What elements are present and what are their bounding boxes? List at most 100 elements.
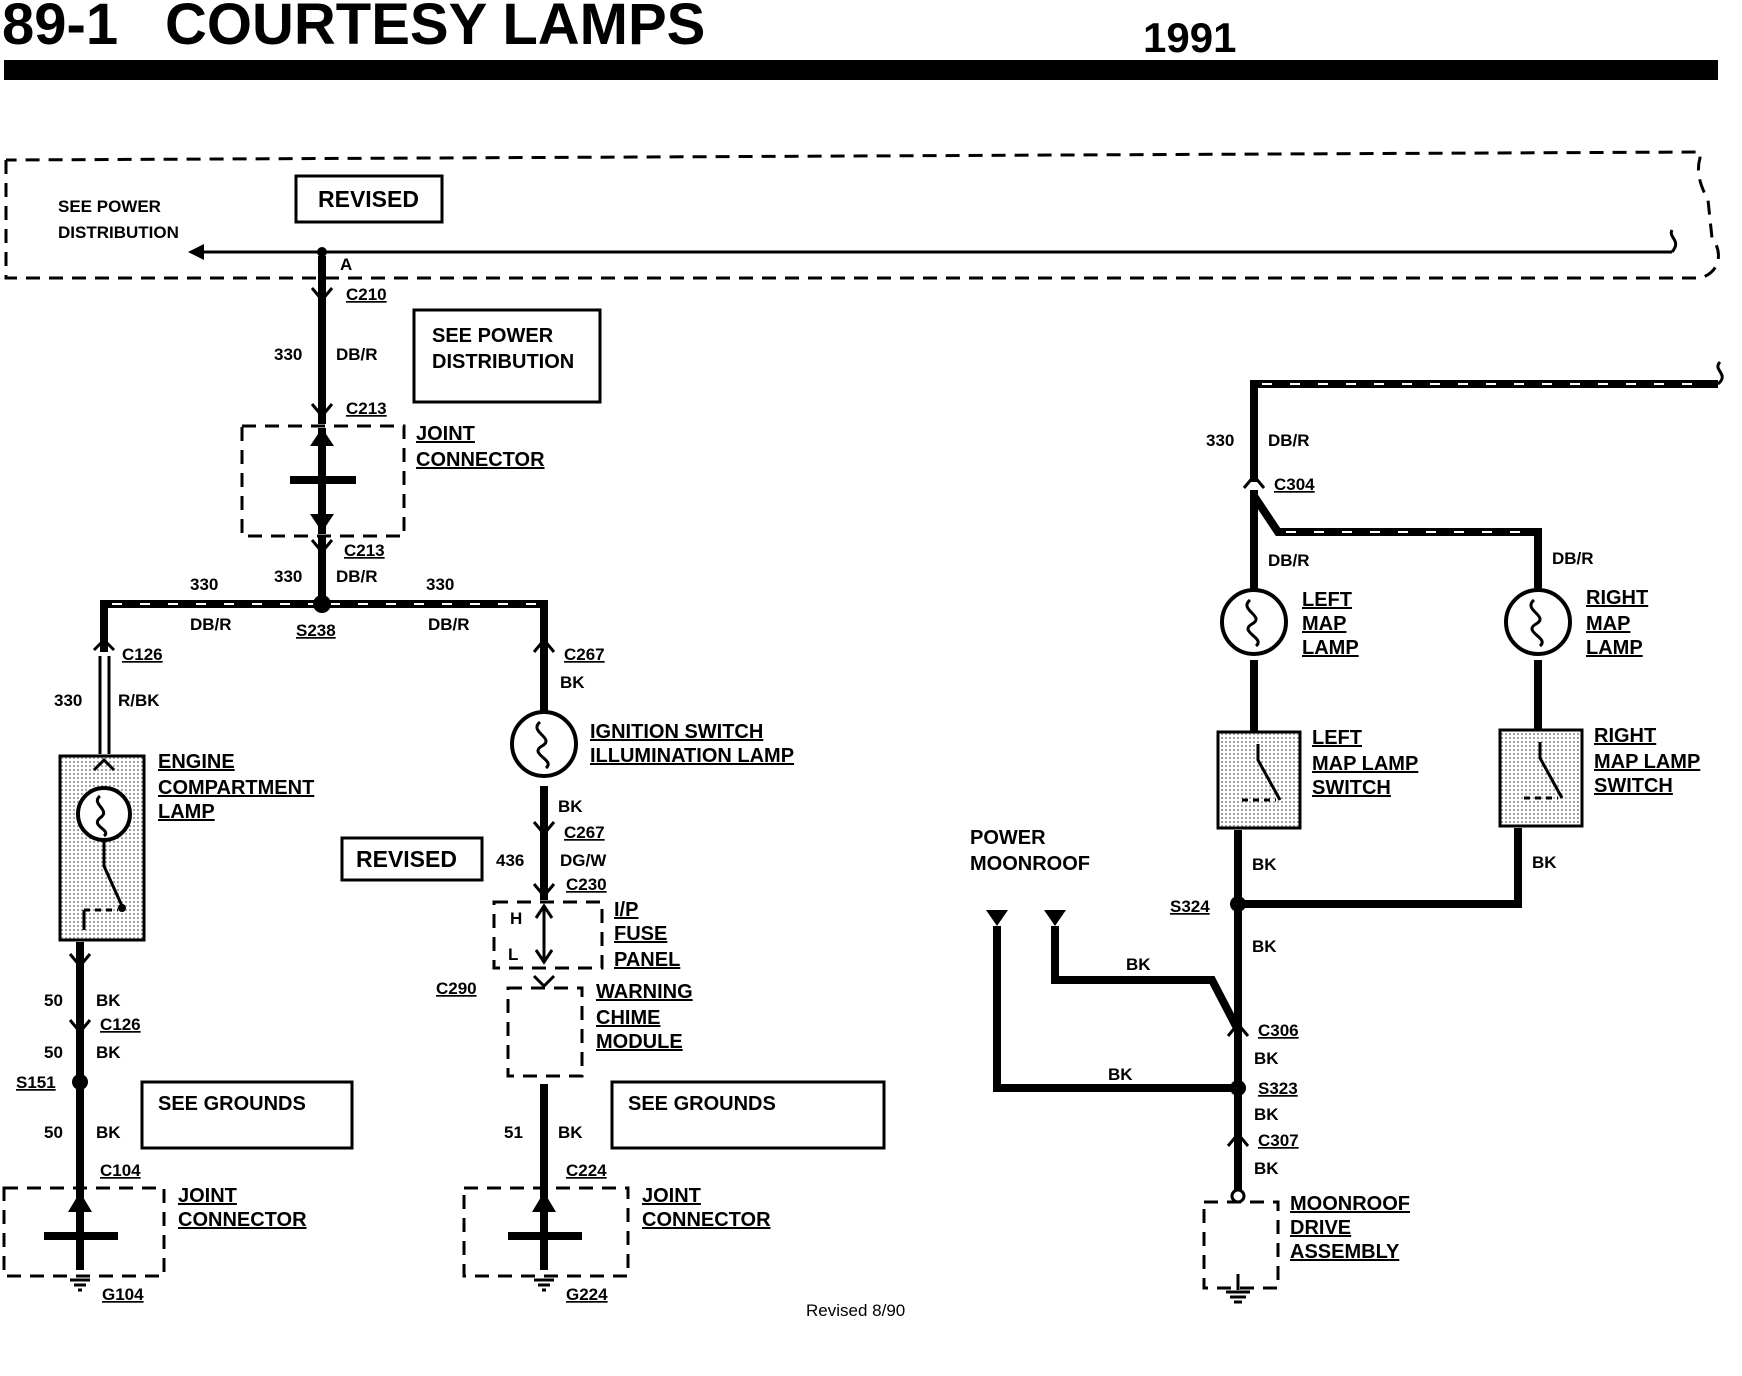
c213-top-label: C213 (346, 399, 387, 418)
c307-connector-icon (1226, 1131, 1250, 1147)
fuse-panel-arrow-up-icon (534, 903, 554, 919)
c267-top-label: C267 (564, 645, 605, 664)
c306-color: BK (1254, 1049, 1279, 1068)
s323-color: BK (1254, 1105, 1279, 1124)
c267-top-connector-icon (532, 637, 556, 653)
s238-left-color: DB/R (190, 615, 232, 634)
moonroof-wire-left (993, 926, 1238, 1092)
c213-bottom-connector-icon (310, 539, 334, 555)
lower-right-joint-label-line1: JOINT (642, 1185, 701, 1207)
engine-lamp-switch-icon (102, 840, 124, 907)
engine-lamp-filament-icon (95, 794, 108, 838)
ignition-mid-color: BK (558, 797, 583, 816)
fuse-panel-label-line2: FUSE (614, 923, 667, 945)
moonroof-drive-label-line1: MOONROOF (1290, 1193, 1410, 1215)
g104-ground-icon (70, 1278, 90, 1292)
engine-lamp-bottom-connector-icon (68, 953, 92, 969)
c126-top-label: C126 (122, 645, 163, 664)
right-map-lamp-filament-icon (1529, 598, 1544, 648)
engine-lamp-switch-contact (118, 904, 126, 912)
s324-color-upper: BK (1252, 937, 1277, 956)
power-moonroof-label-line1: POWER (970, 827, 1046, 849)
c304-connector-icon (1242, 473, 1266, 489)
g224-ground-icon (534, 1278, 554, 1292)
power-bus-break-icon (1669, 229, 1678, 253)
see-grounds-right-label: SEE GROUNDS (628, 1093, 776, 1115)
right-switch-ground-wire (1238, 828, 1522, 908)
see-power-box-line1: SEE POWER (432, 325, 554, 347)
c290-label: C290 (436, 979, 477, 998)
c210-connector-icon (310, 287, 334, 303)
c224-label: C224 (566, 1161, 607, 1180)
lower-left-joint-label-line1: JOINT (178, 1185, 237, 1207)
revision-note: Revised 8/90 (806, 1301, 905, 1320)
power-bus-arrow-icon (188, 244, 204, 260)
moonroof-ground-icon (1226, 1274, 1250, 1304)
engine-50a-circuit: 50 (44, 991, 63, 1010)
moonroof-pin-left-icon (986, 910, 1008, 926)
power-bus-border (4, 150, 1720, 280)
moonroof-wire-right (1051, 926, 1242, 1032)
s151-label: S151 (16, 1073, 56, 1092)
ignition-lamp-filament-icon (535, 720, 550, 770)
s323-splice-dot (1230, 1080, 1246, 1096)
fuse-panel-l: L (508, 945, 518, 964)
s238-left-wire (100, 600, 322, 652)
see-grounds-box-right (610, 1080, 886, 1150)
s238-splice-dot (313, 595, 331, 613)
see-grounds-box-left (140, 1080, 354, 1150)
lower-left-joint-arrow-icon (68, 1192, 92, 1212)
c213-bottom-label: C213 (344, 541, 385, 560)
left-switch-label-line2: MAP LAMP (1312, 753, 1418, 775)
lower-left-joint-label-line2: CONNECTOR (178, 1209, 307, 1231)
g224-label: G224 (566, 1285, 608, 1304)
chime-module-label-line3: MODULE (596, 1031, 683, 1053)
see-power-note-line1: SEE POWER (58, 197, 161, 216)
engine-50b-circuit: 50 (44, 1043, 63, 1062)
s238-right-color: DB/R (428, 615, 470, 634)
c306-connector-icon (1226, 1021, 1250, 1037)
left-switch-ground-color: BK (1252, 855, 1277, 874)
revised-box-top (294, 174, 444, 224)
see-power-box (412, 308, 602, 404)
c104-label: C104 (100, 1161, 141, 1180)
c126-bottom-label: C126 (100, 1015, 141, 1034)
engine-lamp-label-line1: ENGINE (158, 751, 235, 773)
left-map-lamp-label-line2: MAP (1302, 613, 1346, 635)
s151-splice-dot (72, 1074, 88, 1090)
see-grounds-left-label: SEE GROUNDS (158, 1093, 306, 1115)
right-switch-ground-color: BK (1532, 853, 1557, 872)
right-switch-label-line1: RIGHT (1594, 725, 1656, 747)
c126-bottom-connector-icon (68, 1019, 92, 1035)
lower-left-joint-connector (2, 1186, 166, 1278)
moonroof-drive-assembly (1202, 1200, 1280, 1290)
c126-top-connector-icon (92, 637, 116, 652)
right-map-lamp-label-line3: LAMP (1586, 637, 1643, 659)
left-map-wire-color: DB/R (1268, 551, 1310, 570)
s238-left-circuit: 330 (190, 575, 218, 594)
feed-bottom-color: DB/R (336, 567, 378, 586)
warning-chime-module (506, 986, 584, 1078)
g104-label: G104 (102, 1285, 144, 1304)
engine-lamp-label-line2: COMPARTMENT (158, 777, 314, 799)
lower-right-joint-arrow-icon (532, 1192, 556, 1212)
c230-connector-icon (532, 883, 556, 899)
ignition-lamp-label-line2: ILLUMINATION LAMP (590, 745, 794, 767)
chime-module-label-line1: WARNING (596, 981, 693, 1003)
left-map-lamp-label-line1: LEFT (1302, 589, 1352, 611)
fuse-panel-label-line3: PANEL (614, 949, 680, 971)
upper-joint-arrow-down-icon (310, 514, 334, 532)
fuse-panel-arrow-down-icon (534, 949, 554, 965)
engine-lamp-label-line3: LAMP (158, 801, 215, 823)
fuse-panel (492, 900, 604, 970)
left-map-lamp-filament-icon (1245, 598, 1260, 648)
ignition-branch: C267 BK IGNITION SWITCH ILLUMINATION LAM… (340, 637, 886, 1304)
revised-label-mid: REVISED (356, 846, 457, 872)
moonroof-drive-label-line3: ASSEMBLY (1290, 1241, 1400, 1263)
right-map-wire-color: DB/R (1552, 549, 1594, 568)
c267-bottom-connector-icon (532, 821, 556, 837)
c306-label: C306 (1258, 1021, 1299, 1040)
map-feed-color: DB/R (1268, 431, 1310, 450)
c230-label: C230 (566, 875, 607, 894)
